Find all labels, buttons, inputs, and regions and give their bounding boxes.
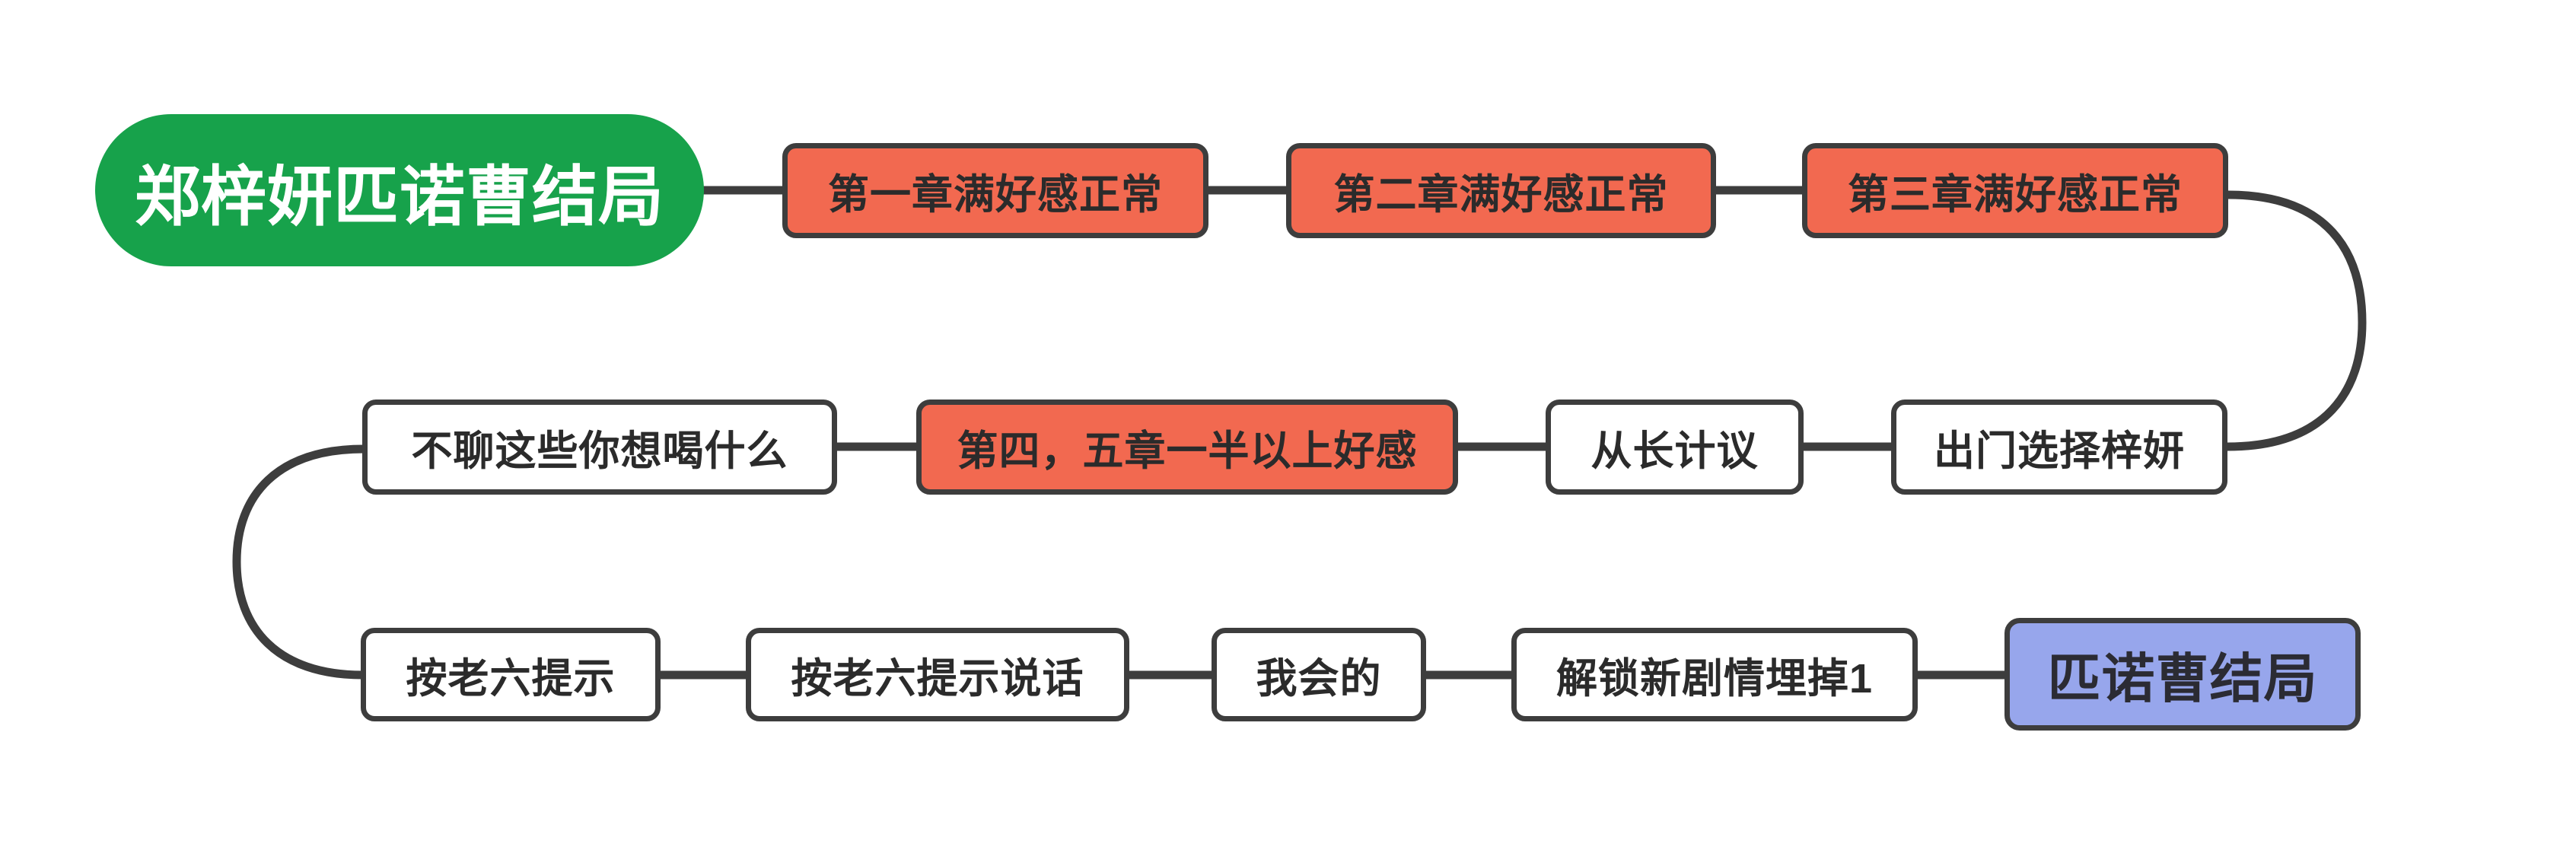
node-chapter1[interactable]: 第一章满好感正常 <box>782 143 1208 238</box>
node-ending[interactable]: 匹诺曹结局 <box>2004 618 2361 731</box>
node-i-will-label: 我会的 <box>1256 656 1382 702</box>
node-chapter1-label: 第一章满好感正常 <box>828 172 1163 218</box>
node-chapter45-label: 第四，五章一半以上好感 <box>957 428 1418 474</box>
node-what-drink[interactable]: 不聊这些你想喝什么 <box>362 400 837 495</box>
node-chapter2[interactable]: 第二章满好感正常 <box>1286 143 1716 238</box>
node-choose-ziyan-label: 出门选择梓妍 <box>1934 428 2185 474</box>
node-ending-label: 匹诺曹结局 <box>2047 648 2318 708</box>
node-choose-ziyan[interactable]: 出门选择梓妍 <box>1891 400 2227 495</box>
node-follow-hint[interactable]: 按老六提示 <box>361 628 661 721</box>
node-unlock-plot-label: 解锁新剧情埋掉1 <box>1555 656 1874 702</box>
node-long-plan-label: 从长计议 <box>1590 428 1759 474</box>
node-start[interactable]: 郑梓妍匹诺曹结局 <box>95 114 704 266</box>
node-follow-hint-label: 按老六提示 <box>406 656 616 702</box>
edge-ch3-door-curve <box>2223 190 2367 451</box>
node-chapter3-label: 第三章满好感正常 <box>1848 172 2183 218</box>
edge-drink-hint-curve <box>232 444 368 680</box>
node-chapter45[interactable]: 第四，五章一半以上好感 <box>916 400 1458 495</box>
node-chapter2-label: 第二章满好感正常 <box>1333 172 1669 218</box>
node-chapter3[interactable]: 第三章满好感正常 <box>1802 143 2228 238</box>
node-start-label: 郑梓妍匹诺曹结局 <box>135 160 664 234</box>
node-speak-hint-label: 按老六提示说话 <box>791 656 1084 702</box>
node-what-drink-label: 不聊这些你想喝什么 <box>411 428 788 474</box>
node-speak-hint[interactable]: 按老六提示说话 <box>746 628 1129 721</box>
node-unlock-plot[interactable]: 解锁新剧情埋掉1 <box>1511 628 1918 721</box>
node-i-will[interactable]: 我会的 <box>1212 628 1426 721</box>
node-long-plan[interactable]: 从长计议 <box>1546 400 1804 495</box>
